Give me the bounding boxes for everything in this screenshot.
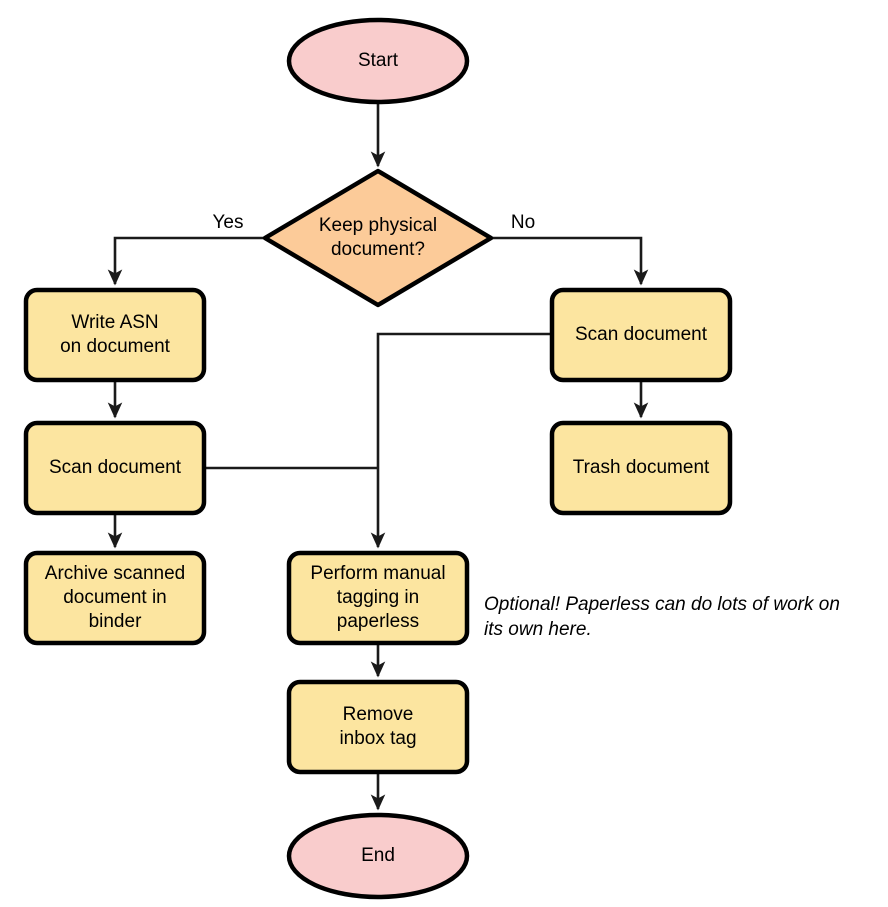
connector-decision-to-scan-right <box>490 236 649 286</box>
process-shape <box>549 287 733 383</box>
node-scan-document-right[interactable]: Scan document <box>549 287 733 383</box>
annotation-optional-note: Optional! Paperless can do lots of work … <box>484 594 840 640</box>
process-shape <box>286 679 470 775</box>
edge-label-label-no: No <box>511 212 535 233</box>
connector-decision-to-write-asn <box>107 236 265 286</box>
process-shape <box>23 287 207 383</box>
process-shape <box>23 550 207 646</box>
node-label: End <box>361 845 395 866</box>
node-scan-document-left[interactable]: Scan document <box>23 420 207 516</box>
edges-layer <box>107 102 649 811</box>
edge-label-label-yes: Yes <box>213 212 244 233</box>
terminator-shape <box>286 17 470 105</box>
process-shape <box>23 420 207 516</box>
node-label: Start <box>358 50 399 71</box>
terminator-shape <box>286 812 470 900</box>
process-shape <box>286 550 470 646</box>
node-label: Scan document <box>49 457 182 478</box>
annotations-layer: Optional! Paperless can do lots of work … <box>484 594 840 640</box>
connector-scan-right-to-tagging <box>370 332 552 549</box>
node-label: Trash document <box>573 457 710 478</box>
node-trash-document[interactable]: Trash document <box>549 420 733 516</box>
decision-shape <box>262 168 494 308</box>
edge-labels-layer: Yes No <box>213 212 536 233</box>
process-shape <box>549 420 733 516</box>
node-label: Scan document <box>575 324 708 345</box>
node-end[interactable]: End <box>286 812 470 900</box>
node-start[interactable]: Start <box>286 17 470 105</box>
